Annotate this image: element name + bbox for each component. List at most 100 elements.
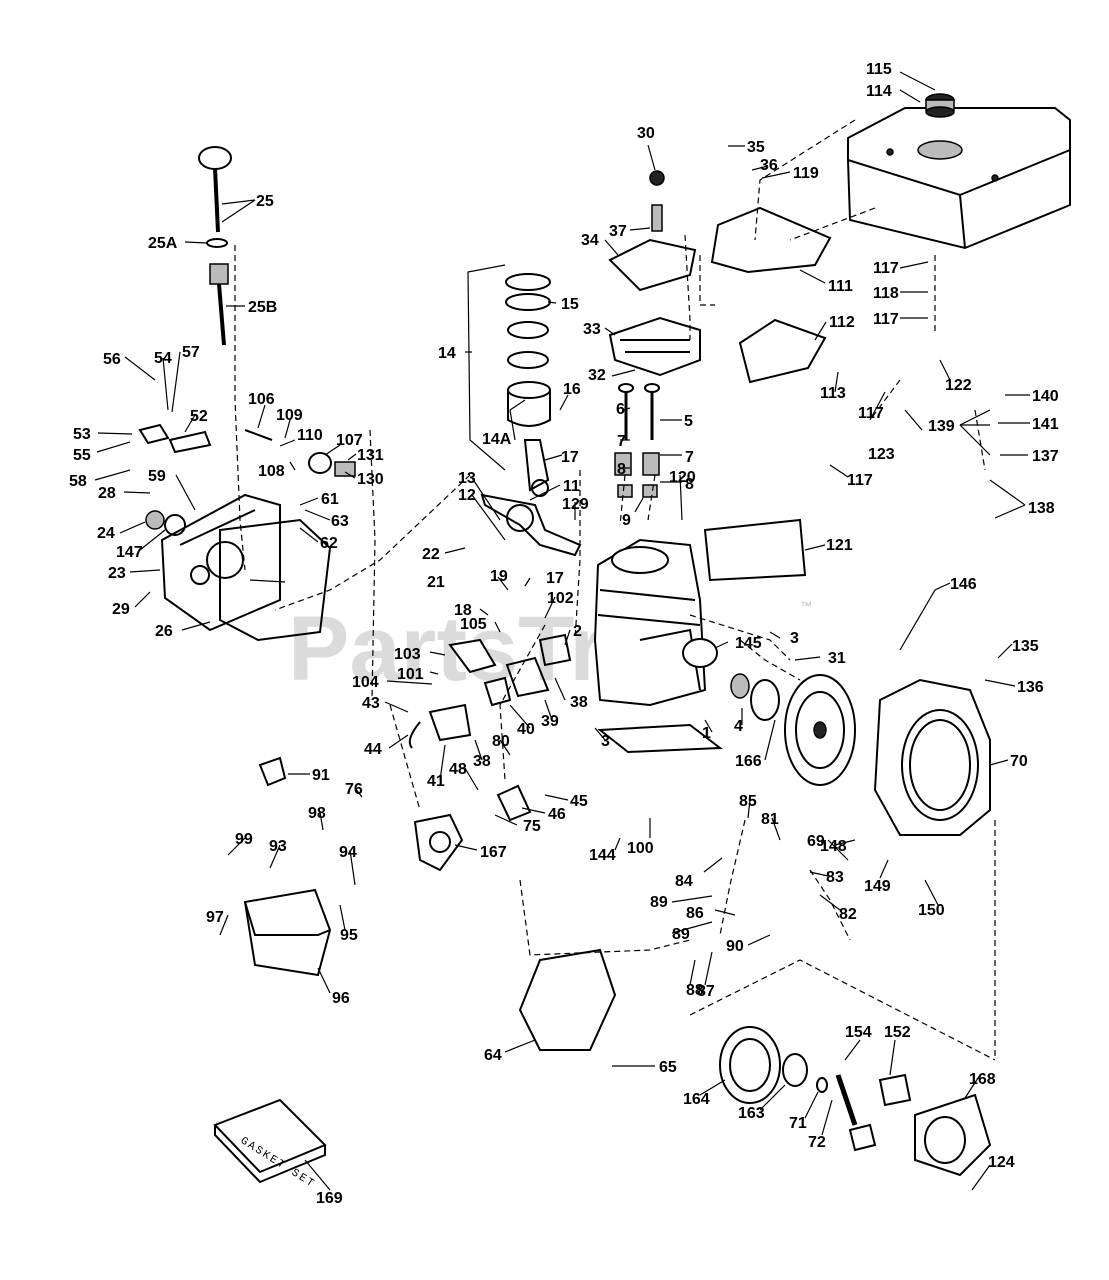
shaft-106 <box>244 429 273 441</box>
fuel-tank <box>847 107 1071 250</box>
part-label-39: 39 <box>541 713 559 730</box>
part-label-40: 40 <box>517 721 535 738</box>
part-label-61: 61 <box>321 491 339 508</box>
pulley-163 <box>782 1053 808 1087</box>
valve-retainer-25a <box>206 238 228 248</box>
part-label-115: 115 <box>866 61 892 78</box>
part-label-25b: 25B <box>248 299 277 316</box>
part-label-7-a: 7 <box>617 433 626 450</box>
part-label-18: 18 <box>454 602 472 619</box>
bracket-111 <box>710 206 832 274</box>
part-label-3-a: 3 <box>790 630 799 647</box>
part-label-46: 46 <box>548 806 566 823</box>
governor-assembly-107 <box>308 452 356 477</box>
part-label-119: 119 <box>793 165 819 182</box>
part-label-41: 41 <box>427 773 445 790</box>
part-label-107: 107 <box>336 432 363 449</box>
part-label-123: 123 <box>868 446 895 463</box>
part-label-6: 6 <box>616 401 625 418</box>
part-label-100: 100 <box>627 840 654 857</box>
trademark-mark: ™ <box>800 599 812 613</box>
cover-gasket <box>219 518 332 642</box>
part-label-15: 15 <box>561 296 579 313</box>
part-label-139: 139 <box>928 418 955 435</box>
starter-housing-168 <box>914 1093 992 1177</box>
part-label-56: 56 <box>103 351 121 368</box>
spark-plug-37 <box>649 170 665 232</box>
part-label-23: 23 <box>108 565 126 582</box>
part-label-118: 118 <box>873 285 899 302</box>
shield-121 <box>703 518 807 582</box>
part-label-30: 30 <box>637 125 655 142</box>
part-label-83: 83 <box>826 869 844 886</box>
valve-6 <box>618 383 634 440</box>
part-label-121: 121 <box>826 537 853 554</box>
part-label-2: 2 <box>573 623 582 640</box>
part-label-8-a: 8 <box>617 461 626 478</box>
part-label-93: 93 <box>269 838 287 855</box>
hose-44 <box>408 721 421 749</box>
part-label-102: 102 <box>547 590 574 607</box>
part-label-11: 11 <box>563 478 580 495</box>
primer-91 <box>258 756 287 787</box>
part-label-144: 144 <box>589 847 616 864</box>
part-label-99: 99 <box>235 831 253 848</box>
bracket-112 <box>738 318 827 384</box>
part-label-58: 58 <box>69 473 87 490</box>
part-label-1: 1 <box>702 725 711 742</box>
part-label-44: 44 <box>364 741 382 758</box>
bracket-14 <box>467 264 506 471</box>
part-label-14: 14 <box>438 345 456 362</box>
part-label-16: 16 <box>563 381 581 398</box>
part-label-57: 57 <box>182 344 200 361</box>
cylinder-head-33 <box>608 316 701 377</box>
air-cleaner-box-96 <box>243 888 332 977</box>
part-label-89-a: 89 <box>650 894 668 911</box>
part-label-124: 124 <box>988 1154 1015 1171</box>
part-label-163: 163 <box>738 1105 765 1122</box>
part-label-81: 81 <box>761 811 779 828</box>
part-label-52: 52 <box>190 408 208 425</box>
carburetor-167 <box>413 813 464 872</box>
part-label-138: 138 <box>1028 500 1055 517</box>
part-label-120: 120 <box>669 469 696 486</box>
part-label-103: 103 <box>394 646 421 663</box>
part-label-108: 108 <box>258 463 285 480</box>
gasket-41 <box>428 703 472 742</box>
part-label-117-a: 117 <box>873 260 899 277</box>
part-label-150: 150 <box>918 902 945 919</box>
part-label-75: 75 <box>523 818 541 835</box>
part-label-36: 36 <box>760 157 778 174</box>
part-label-22: 22 <box>422 546 440 563</box>
deflector-34 <box>608 238 697 292</box>
bearing-145 <box>682 638 718 668</box>
part-label-164: 164 <box>683 1091 710 1108</box>
part-label-147: 147 <box>116 544 143 561</box>
connecting-rod-17 <box>523 439 550 497</box>
piston-14a <box>507 381 551 427</box>
governor-lever <box>138 423 212 454</box>
part-label-140: 140 <box>1032 388 1059 405</box>
part-label-72: 72 <box>808 1134 826 1151</box>
muffler-103 <box>448 638 497 674</box>
part-label-110: 110 <box>297 427 323 444</box>
part-label-95: 95 <box>340 927 358 944</box>
part-label-8-b: 8 <box>685 476 694 493</box>
part-label-130: 130 <box>357 471 384 488</box>
part-label-169: 169 <box>316 1190 343 1207</box>
part-label-89-b: 89 <box>672 926 690 943</box>
part-label-117-b: 117 <box>873 311 899 328</box>
part-labels: 115 114 35 36 119 30 25 25A 25B 37 34 11… <box>69 61 1059 1207</box>
part-label-62: 62 <box>320 535 338 552</box>
part-label-146: 146 <box>950 576 977 593</box>
part-label-86: 86 <box>686 905 704 922</box>
part-label-168: 168 <box>969 1071 996 1088</box>
part-label-117-d: 117 <box>847 472 873 489</box>
part-label-152: 152 <box>884 1024 911 1041</box>
part-label-136: 136 <box>1017 679 1044 696</box>
part-label-135: 135 <box>1012 638 1039 655</box>
part-label-24: 24 <box>97 525 115 542</box>
part-label-90: 90 <box>726 938 744 955</box>
part-label-63: 63 <box>331 513 349 530</box>
part-label-82: 82 <box>839 906 857 923</box>
